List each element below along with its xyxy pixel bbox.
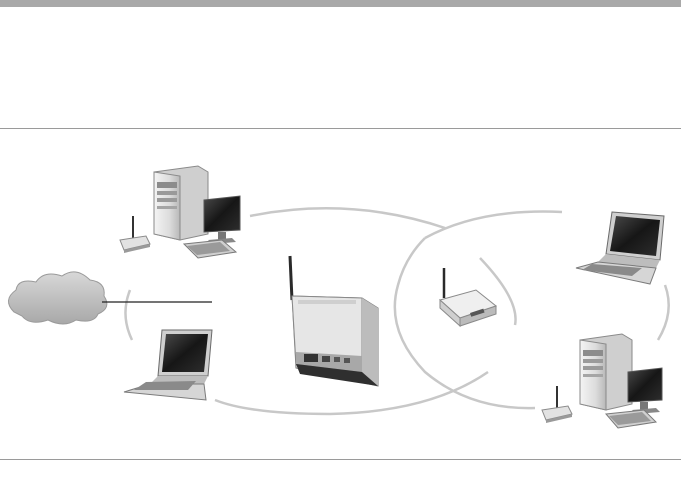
wlan-repeater (440, 268, 496, 326)
wlan-adapter-left (120, 216, 150, 253)
laptop-right (576, 212, 664, 284)
laptop-left (124, 330, 212, 400)
desktop-pc-right (580, 334, 662, 428)
wlan-router-base-station (290, 256, 378, 386)
wlan-adapter-right (542, 386, 572, 423)
desktop-pc-left (154, 166, 240, 258)
internet-cloud-icon (8, 272, 106, 324)
